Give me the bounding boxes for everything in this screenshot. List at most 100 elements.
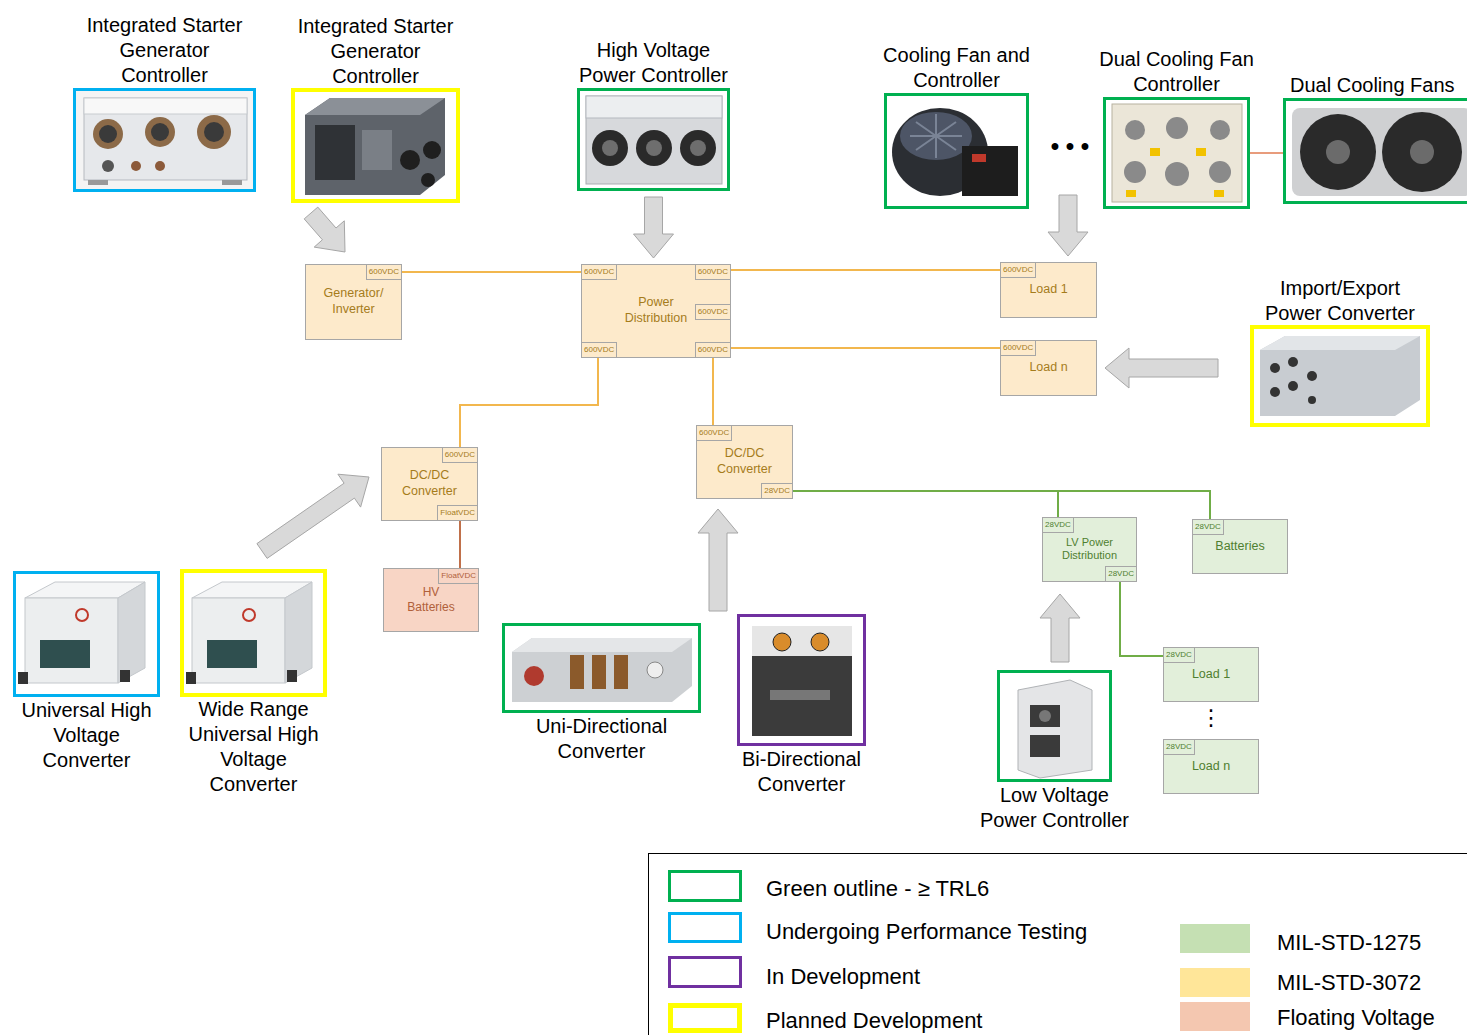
bus-block: 28VDCLoad n bbox=[1163, 739, 1259, 794]
voltage-tag: 28VDC bbox=[1163, 739, 1195, 755]
legend-swatch bbox=[668, 870, 742, 902]
device-photo-frame: Integrated Starter Generator Controller bbox=[291, 88, 460, 203]
device-caption: Bi-Directional Converter bbox=[727, 747, 877, 797]
power-wire bbox=[460, 521, 461, 568]
bus-block: 600VDC FloatVDC DC/DC Converter bbox=[381, 447, 478, 521]
block-label: Generator/ Inverter bbox=[314, 286, 394, 317]
voltage-tag: 28VDC bbox=[1163, 647, 1195, 663]
voltage-tag: 28VDC bbox=[1042, 517, 1074, 533]
device-caption: High Voltage Power Controller bbox=[566, 38, 741, 88]
device-photo-frame: High Voltage Power Controller bbox=[577, 88, 730, 191]
bus-block: 28VDC Load 1 bbox=[1163, 647, 1259, 702]
legend-swatch bbox=[1180, 1002, 1250, 1031]
legend-swatch bbox=[668, 1003, 742, 1033]
hv-converter-photo bbox=[184, 573, 323, 693]
block-label: Load 1 bbox=[1171, 667, 1251, 683]
power-wire bbox=[1250, 153, 1283, 154]
legend-swatch bbox=[1180, 924, 1250, 953]
power-wire bbox=[713, 358, 714, 425]
import-export-photo bbox=[1254, 329, 1426, 423]
legend-swatch bbox=[1180, 968, 1250, 997]
block-label: Load n bbox=[1009, 360, 1089, 376]
legend-text: Floating Voltage bbox=[1277, 1005, 1435, 1031]
power-wire bbox=[731, 348, 1000, 349]
voltage-tag: 600VDC bbox=[366, 264, 402, 280]
bus-block: 600VDC 28VDC DC/DC Converter bbox=[696, 425, 793, 499]
power-wire bbox=[793, 491, 1210, 519]
power-wire bbox=[1120, 582, 1163, 656]
device-photo-frame: Cooling Fan and Controller bbox=[884, 93, 1029, 209]
bus-block: 28VDC 28VDC LV Power Distribution bbox=[1042, 517, 1137, 582]
uni-converter-photo bbox=[505, 626, 698, 710]
device-caption: Dual Cooling Fans bbox=[1290, 73, 1455, 98]
power-wire bbox=[793, 491, 1058, 517]
device-photo-frame: Dual Cooling Fan Controller bbox=[1103, 97, 1250, 209]
block-arrow bbox=[634, 197, 674, 258]
voltage-tag: 600VDC bbox=[1000, 262, 1036, 278]
device-caption: Low Voltage Power Controller bbox=[972, 783, 1137, 833]
isg-controller-photo bbox=[295, 92, 456, 199]
block-label: LV Power Distribution bbox=[1054, 536, 1126, 564]
voltage-tag: 600VDC bbox=[581, 342, 617, 358]
voltage-tag: 600VDC bbox=[1000, 340, 1036, 356]
legend-text: Green outline - ≥ TRL6 bbox=[766, 876, 989, 902]
block-arrow bbox=[698, 509, 738, 611]
block-label: DC/DC Converter bbox=[395, 468, 465, 499]
voltage-tag: 28VDC bbox=[1192, 519, 1224, 535]
device-caption: Integrated Starter Generator Controller bbox=[74, 13, 256, 88]
ellipsis-label: • • • bbox=[1051, 132, 1090, 160]
block-label: Power Distribution bbox=[616, 295, 696, 326]
device-caption: Import/Export Power Converter bbox=[1253, 276, 1428, 326]
hv-power-controller-photo bbox=[580, 91, 727, 188]
power-wire bbox=[402, 272, 581, 273]
legend-text: MIL-STD-1275 bbox=[1277, 930, 1421, 956]
device-caption: Cooling Fan and Controller bbox=[882, 43, 1032, 93]
voltage-tag: 600VDC bbox=[696, 425, 732, 441]
legend-swatch bbox=[668, 912, 742, 943]
hv-converter-photo bbox=[16, 574, 157, 694]
device-photo-frame: Import/Export Power Converter bbox=[1250, 325, 1430, 427]
legend-text: MIL-STD-3072 bbox=[1277, 970, 1421, 996]
block-arrow bbox=[1048, 195, 1088, 256]
voltage-tag: 600VDC bbox=[442, 447, 478, 463]
fan-controller-photo bbox=[1106, 100, 1247, 206]
dual-fans-photo bbox=[1286, 101, 1467, 201]
block-arrow bbox=[304, 207, 345, 252]
device-caption: Wide Range Universal High Voltage Conver… bbox=[188, 697, 320, 797]
device-photo-frame: Wide Range Universal High Voltage Conver… bbox=[180, 569, 327, 697]
voltage-tag: FloatVDC bbox=[437, 505, 478, 521]
bus-block: 28VDC Batteries bbox=[1192, 519, 1288, 574]
legend-text: Undergoing Performance Testing bbox=[766, 919, 1087, 945]
voltage-tag: 600VDC bbox=[695, 264, 731, 280]
voltage-tag: 600VDC bbox=[581, 264, 617, 280]
voltage-tag: 600VDC bbox=[695, 342, 731, 358]
bus-block: 600VDC Load 1 bbox=[1000, 262, 1097, 318]
device-caption: Uni-Directional Converter bbox=[514, 714, 689, 764]
voltage-tag: FloatVDC bbox=[438, 568, 479, 584]
bus-block: 600VDC Load n bbox=[1000, 340, 1097, 396]
voltage-tag: 28VDC bbox=[1105, 566, 1137, 582]
block-arrow bbox=[1105, 348, 1218, 388]
device-photo-frame: Bi-Directional Converter bbox=[737, 614, 866, 746]
block-label: Load 1 bbox=[1009, 282, 1089, 298]
device-caption: Dual Cooling Fan Controller bbox=[1099, 47, 1254, 97]
block-arrow bbox=[257, 474, 369, 558]
power-wire bbox=[460, 358, 598, 447]
block-arrow bbox=[1040, 594, 1080, 662]
legend-text: Planned Development bbox=[766, 1008, 982, 1034]
device-photo-frame: Integrated Starter Generator Controller bbox=[73, 88, 256, 192]
block-label: DC/DC Converter bbox=[710, 446, 780, 477]
voltage-tag: 600VDC bbox=[695, 304, 731, 320]
device-caption: Integrated Starter Generator Controller bbox=[285, 14, 467, 89]
block-label: Batteries bbox=[1200, 539, 1280, 555]
ellipsis-label: ⋮ bbox=[1200, 705, 1222, 731]
device-photo-frame: Universal High Voltage Converter bbox=[13, 571, 160, 697]
cooling-fan-photo bbox=[887, 96, 1026, 206]
voltage-tag: 28VDC bbox=[761, 483, 793, 499]
lv-power-controller-photo bbox=[1000, 673, 1109, 779]
bus-block: 600VDC Generator/ Inverter bbox=[305, 264, 402, 340]
legend-swatch bbox=[668, 956, 742, 988]
